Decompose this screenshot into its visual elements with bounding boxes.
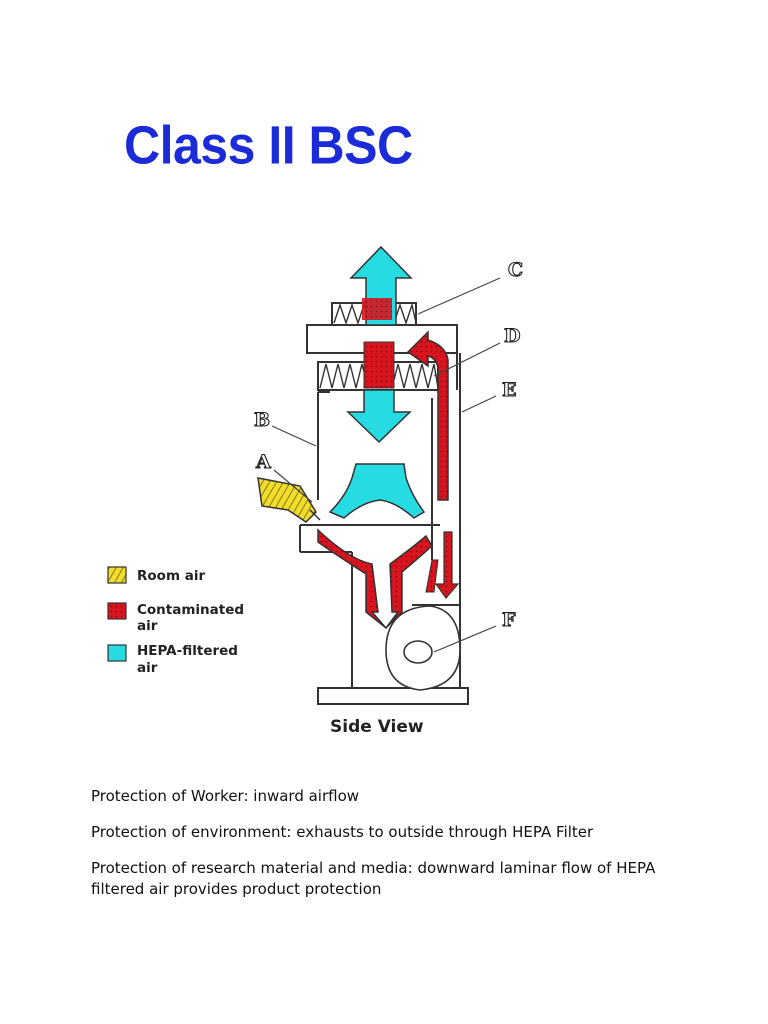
label-e: E bbox=[502, 379, 516, 401]
bsc-side-view-diagram: C D E B A F Room air Contaminated air HE… bbox=[107, 245, 524, 737]
notes-section: Protection of Worker: inward airflow Pro… bbox=[91, 786, 691, 915]
label-f: F bbox=[502, 609, 516, 631]
rear-plenum-airflow bbox=[406, 330, 449, 501]
legend-swatch-hepa bbox=[107, 644, 127, 662]
note-material-protection: Protection of research material and medi… bbox=[91, 859, 656, 898]
note-environment-protection: Protection of environment: exhausts to o… bbox=[91, 823, 594, 841]
note-worker-protection: Protection of Worker: inward airflow bbox=[91, 787, 360, 805]
rear-return-channel bbox=[434, 531, 460, 599]
legend: Room air Contaminated air HEPA-filtered … bbox=[107, 566, 244, 676]
return-airflow bbox=[317, 528, 433, 630]
cabinet-outline bbox=[299, 324, 469, 705]
legend-swatch-room-air bbox=[107, 566, 127, 584]
legend-label-contaminated-line2: air bbox=[137, 618, 158, 634]
room-air-inflow bbox=[257, 477, 317, 523]
legend-label-contaminated-line1: Contaminated bbox=[137, 602, 244, 618]
label-leaders bbox=[271, 277, 501, 653]
label-a: A bbox=[255, 451, 271, 473]
legend-label-room-air: Room air bbox=[137, 568, 205, 584]
contaminated-air-column bbox=[363, 341, 395, 389]
hepa-downflow-plume bbox=[328, 463, 426, 519]
legend-swatch-contaminated bbox=[107, 602, 127, 620]
diagram-caption: Side View bbox=[330, 717, 424, 737]
legend-label-hepa-line1: HEPA-filtered bbox=[137, 643, 238, 659]
label-d: D bbox=[504, 325, 520, 347]
legend-label-hepa-line2: air bbox=[137, 660, 158, 676]
downflow-air-arrow bbox=[346, 389, 412, 444]
blower-fan bbox=[385, 605, 461, 691]
page-title: Class II BSC bbox=[124, 115, 413, 176]
label-c: C bbox=[508, 259, 523, 281]
label-b: B bbox=[254, 409, 270, 431]
